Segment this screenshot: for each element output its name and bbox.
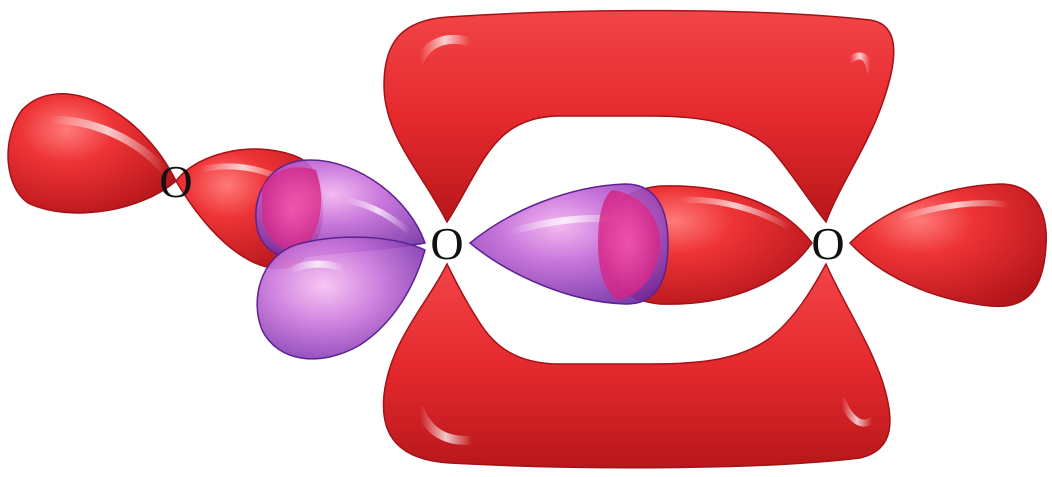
atom-label-center: O <box>430 218 463 269</box>
central-purple-lobe <box>470 184 668 304</box>
atom-label-right: O <box>811 218 844 269</box>
right-outer-red-lobe <box>850 184 1046 306</box>
lower-left-purple-lobe <box>257 237 425 359</box>
atom-label-left: O <box>159 156 192 207</box>
left-outer-red-lobe <box>8 94 176 213</box>
